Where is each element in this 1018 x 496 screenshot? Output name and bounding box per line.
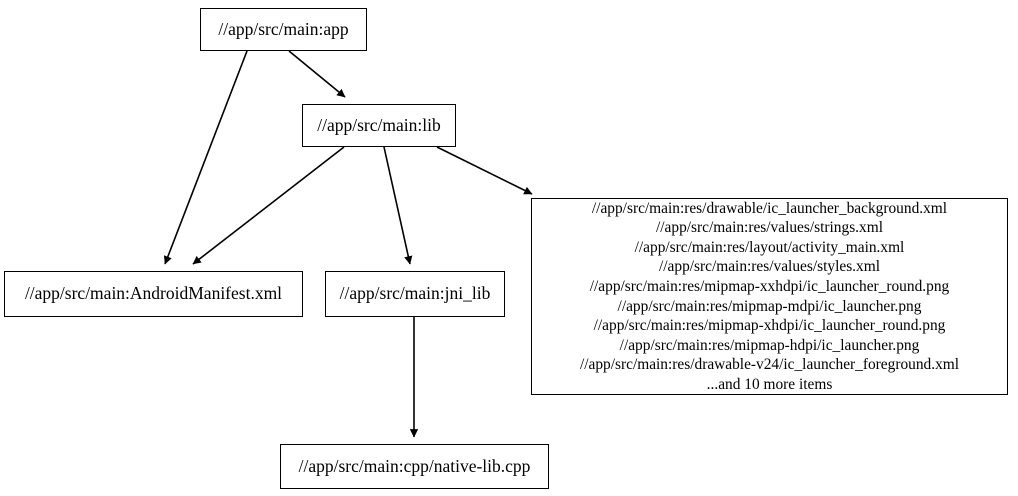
edge-lib-to-jni-lib <box>383 146 413 265</box>
graph-node-lib-label: //app/src/main:lib <box>317 114 441 135</box>
graph-node-android-manifest[interactable]: //app/src/main:AndroidManifest.xml <box>4 271 303 317</box>
graph-node-android-manifest-label: //app/src/main:AndroidManifest.xml <box>24 283 283 304</box>
graph-node-res-aggregate[interactable]: //app/src/main:res/drawable/ic_launcher_… <box>531 198 1008 395</box>
edge-lib-to-res <box>436 146 533 195</box>
graph-node-native-lib-cpp[interactable]: //app/src/main:cpp/native-lib.cpp <box>280 444 549 489</box>
graph-node-native-lib-cpp-label: //app/src/main:cpp/native-lib.cpp <box>298 455 531 476</box>
edge-app-to-manifest <box>163 50 248 265</box>
graph-node-lib[interactable]: //app/src/main:lib <box>302 104 456 147</box>
graph-node-jni-lib-label: //app/src/main:jni_lib <box>339 283 491 304</box>
graph-node-app[interactable]: //app/src/main:app <box>200 8 367 51</box>
graph-node-app-label: //app/src/main:app <box>218 18 349 39</box>
graph-node-jni-lib[interactable]: //app/src/main:jni_lib <box>325 271 505 317</box>
graph-node-res-aggregate-label: //app/src/main:res/drawable/ic_launcher_… <box>579 199 960 393</box>
edge-lib-to-manifest <box>192 146 345 265</box>
edge-app-to-lib <box>288 50 346 98</box>
